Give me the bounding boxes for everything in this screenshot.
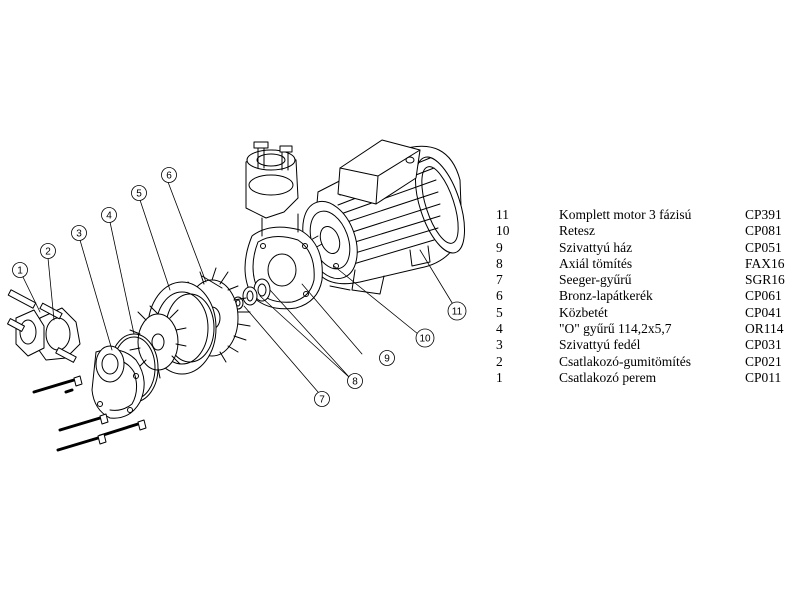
part-row: 8 Axiál tömítés FAX16	[496, 256, 796, 272]
bolts	[32, 375, 147, 452]
svg-text:9: 9	[384, 354, 390, 365]
part-code: FAX16	[745, 255, 785, 271]
part-code: CP021	[745, 353, 782, 369]
callout-5: 5	[131, 185, 147, 201]
part-row: 9 Szivattyú ház CP051	[496, 240, 796, 256]
part-code: CP051	[745, 239, 782, 255]
part-name: Csatlakozó-gumitömítés	[559, 353, 691, 369]
callout-9: 9	[379, 350, 395, 366]
part-name: Bronz-lapátkerék	[559, 288, 653, 304]
part-name: Közbetét	[559, 304, 608, 320]
part-number: 10	[496, 223, 510, 239]
part-name: Szivattyú ház	[559, 239, 633, 255]
callout-1: 1	[12, 262, 28, 278]
part-code: CP011	[745, 369, 782, 385]
part-row: 3 Szivattyú fedél CP031	[496, 337, 796, 353]
svg-text:7: 7	[319, 395, 325, 406]
part-row: 11 Komplett motor 3 fázisú CP391	[496, 207, 796, 223]
part-name: Szivattyú fedél	[559, 337, 641, 353]
pump-cover	[91, 345, 145, 419]
inlet-flange-and-gasket	[7, 289, 81, 363]
callout-10: 10	[415, 328, 435, 348]
part-name: Seeger-gyűrű	[559, 272, 632, 288]
axial-seal-and-seeger-ring	[232, 278, 271, 310]
part-number: 2	[496, 353, 503, 369]
part-code: SGR16	[745, 272, 785, 288]
part-code: CP391	[745, 207, 782, 222]
callouts: 1 2 3 4 5 6 7 8 9 10 11	[12, 167, 467, 407]
part-row: 6 Bronz-lapátkerék CP061	[496, 288, 796, 304]
part-name: Csatlakozó perem	[559, 369, 657, 385]
part-row: 2 Csatlakozó-gumitömítés CP021	[496, 354, 796, 370]
part-number: 1	[496, 369, 503, 385]
callout-3: 3	[71, 225, 87, 241]
part-number: 8	[496, 255, 503, 271]
part-code: CP081	[745, 223, 782, 239]
part-code: CP061	[745, 288, 782, 304]
callout-7: 7	[314, 391, 330, 407]
part-number: 3	[496, 337, 503, 353]
part-row: 4 "O" gyűrű 114,2x5,7 OR114	[496, 321, 796, 337]
part-row: 10 Retesz CP081	[496, 223, 796, 239]
svg-text:10: 10	[419, 334, 431, 345]
callout-4: 4	[101, 207, 117, 223]
svg-text:3: 3	[76, 229, 82, 240]
part-row: 1 Csatlakozó perem CP011	[496, 370, 796, 386]
part-number: 9	[496, 239, 503, 255]
leader-lines	[21, 181, 455, 393]
part-name: Retesz	[559, 223, 595, 239]
svg-text:4: 4	[106, 211, 112, 222]
svg-text:5: 5	[136, 189, 142, 200]
svg-text:8: 8	[352, 377, 358, 388]
part-number: 7	[496, 272, 503, 288]
impeller-front	[129, 305, 187, 379]
callout-6: 6	[161, 167, 177, 183]
part-code: CP041	[745, 304, 782, 320]
part-number: 4	[496, 321, 503, 337]
svg-text:11: 11	[452, 307, 463, 318]
part-code: CP031	[745, 337, 782, 353]
part-number: 6	[496, 288, 503, 304]
part-code: OR114	[745, 321, 784, 337]
part-name: Komplett motor 3 fázisú	[559, 207, 692, 222]
part-number: 5	[496, 304, 503, 320]
callout-11: 11	[447, 301, 467, 321]
part-row: 7 Seeger-gyűrű SGR16	[496, 272, 796, 288]
part-name: "O" gyűrű 114,2x5,7	[559, 321, 672, 337]
svg-text:1: 1	[17, 266, 23, 277]
callout-8: 8	[347, 373, 363, 389]
callout-2: 2	[40, 243, 56, 259]
svg-text:6: 6	[166, 171, 172, 182]
part-number: 11	[496, 207, 509, 222]
part-row: 5 Közbetét CP041	[496, 305, 796, 321]
svg-text:2: 2	[45, 247, 51, 258]
part-name: Axiál tömítés	[559, 255, 633, 271]
